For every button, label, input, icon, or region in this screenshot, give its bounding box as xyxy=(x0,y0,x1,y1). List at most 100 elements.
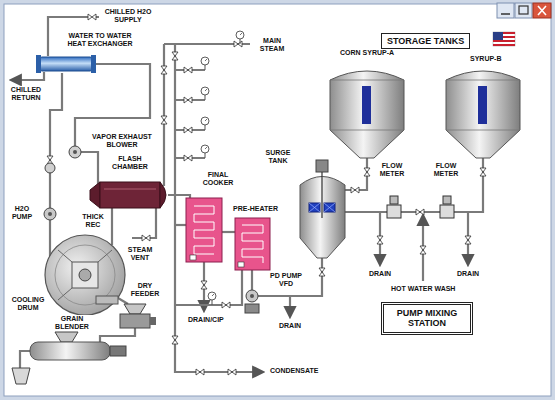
flag-icon xyxy=(493,32,515,46)
valve-symbol xyxy=(196,369,204,375)
equipment-label: FLOW METER xyxy=(374,162,410,177)
flash-chamber xyxy=(160,182,166,208)
window-frame xyxy=(519,6,528,14)
flag-icon xyxy=(493,32,515,46)
equipment-label: FLOW METER xyxy=(428,162,464,177)
surge-tank xyxy=(300,160,345,258)
storage-tank xyxy=(362,86,371,124)
window-frame xyxy=(533,3,551,18)
valve-symbol xyxy=(172,52,178,60)
equipment-label: DRAIN xyxy=(278,322,302,330)
exhaust-blower xyxy=(73,150,77,154)
cooling-drum xyxy=(58,250,112,300)
cooling-drum xyxy=(96,296,118,304)
storage-tank xyxy=(446,71,520,158)
equipment-label: CORN SYRUP-A xyxy=(339,49,395,57)
pipe xyxy=(345,158,483,212)
valve-symbol xyxy=(465,236,471,244)
valve-symbol xyxy=(351,187,359,193)
pd-pump xyxy=(246,290,258,302)
valve-symbol xyxy=(416,209,424,215)
pre-heater xyxy=(235,218,270,270)
dry-feeder xyxy=(120,304,156,328)
valve-symbol xyxy=(88,14,96,20)
storage-tank xyxy=(446,80,520,81)
pipe xyxy=(289,296,291,316)
heat-exchanger xyxy=(36,55,41,73)
pd-pump xyxy=(250,294,254,298)
equipment-label: THICK REC xyxy=(77,213,109,228)
equipment-label: CHILLED RETURN xyxy=(6,86,46,101)
grain-blender xyxy=(12,332,126,384)
valve-symbol xyxy=(184,97,192,103)
window-frame xyxy=(538,6,546,15)
equipment-label: SYRUP-B xyxy=(469,55,503,63)
flow-meter xyxy=(387,196,454,218)
pipe xyxy=(345,158,367,190)
equipment-label: FLASH CHAMBER xyxy=(103,155,157,170)
pipe xyxy=(50,73,62,208)
pressure-gauge xyxy=(201,117,209,130)
equipment-label: DRAIN/CIP xyxy=(187,316,225,324)
pressure-gauge xyxy=(208,292,216,305)
final-cooker xyxy=(186,198,222,262)
storage-tank xyxy=(330,71,520,158)
grain-blender xyxy=(110,346,126,356)
pipe xyxy=(81,152,98,186)
equipment-label: SURGE TANK xyxy=(259,149,297,164)
pipe xyxy=(164,44,175,186)
box-title: STORAGE TANKS xyxy=(387,36,464,46)
exhaust-blower xyxy=(45,163,55,173)
surge-tank xyxy=(321,172,322,218)
pipe xyxy=(132,208,156,238)
valve-symbol xyxy=(201,281,207,289)
final-cooker xyxy=(194,206,214,254)
equipment-label: CHILLED H2O SUPPLY xyxy=(99,8,157,23)
dry-feeder xyxy=(120,314,150,328)
pipe xyxy=(20,351,30,368)
equipment-label: MAIN STEAM xyxy=(254,37,290,52)
equipment-label: PD PUMP VFD xyxy=(267,272,305,287)
cooling-drum xyxy=(79,269,91,281)
flash-chamber xyxy=(104,188,156,190)
box-title: PUMP MIXING STATION xyxy=(390,308,464,329)
heat-exchanger xyxy=(91,55,96,73)
valve-symbol xyxy=(420,246,426,254)
valve-symbol xyxy=(172,336,178,344)
surge-tank xyxy=(316,160,328,172)
pipe xyxy=(118,298,128,304)
equipment-label: CONDENSATE xyxy=(269,367,319,375)
pressure-gauge xyxy=(201,87,209,100)
cooling-drum xyxy=(45,235,125,315)
pre-heater xyxy=(235,218,270,270)
pipe xyxy=(175,270,242,305)
label-box: STORAGE TANKS xyxy=(381,33,470,49)
valve-symbol xyxy=(161,66,167,74)
h2o-pump xyxy=(44,208,56,220)
valve-symbol xyxy=(142,235,150,241)
equipment-label: DRAIN xyxy=(368,270,392,278)
pipe xyxy=(100,328,135,342)
pd-pump xyxy=(245,290,259,313)
storage-tank xyxy=(330,71,404,158)
equipment-label: H2O PUMP xyxy=(8,205,36,220)
dry-feeder xyxy=(124,304,146,314)
pipe xyxy=(175,70,205,158)
pressure-gauge xyxy=(201,145,209,158)
equipment-label: PRE-HEATER xyxy=(232,205,279,213)
flag-icon xyxy=(493,40,515,42)
window-frame xyxy=(515,3,532,18)
equipment-label: STEAM VENT xyxy=(124,246,156,261)
pd-pump xyxy=(245,304,259,313)
equipment-label: HOT WATER WASH xyxy=(390,285,456,293)
pipe xyxy=(175,224,186,226)
pipe xyxy=(222,231,235,233)
valve-symbol xyxy=(184,127,192,133)
valve-symbol xyxy=(319,268,325,276)
window-frame xyxy=(501,13,510,15)
pipe xyxy=(111,208,113,245)
equipment-label: WATER TO WATER HEAT EXCHANGER xyxy=(62,32,138,47)
